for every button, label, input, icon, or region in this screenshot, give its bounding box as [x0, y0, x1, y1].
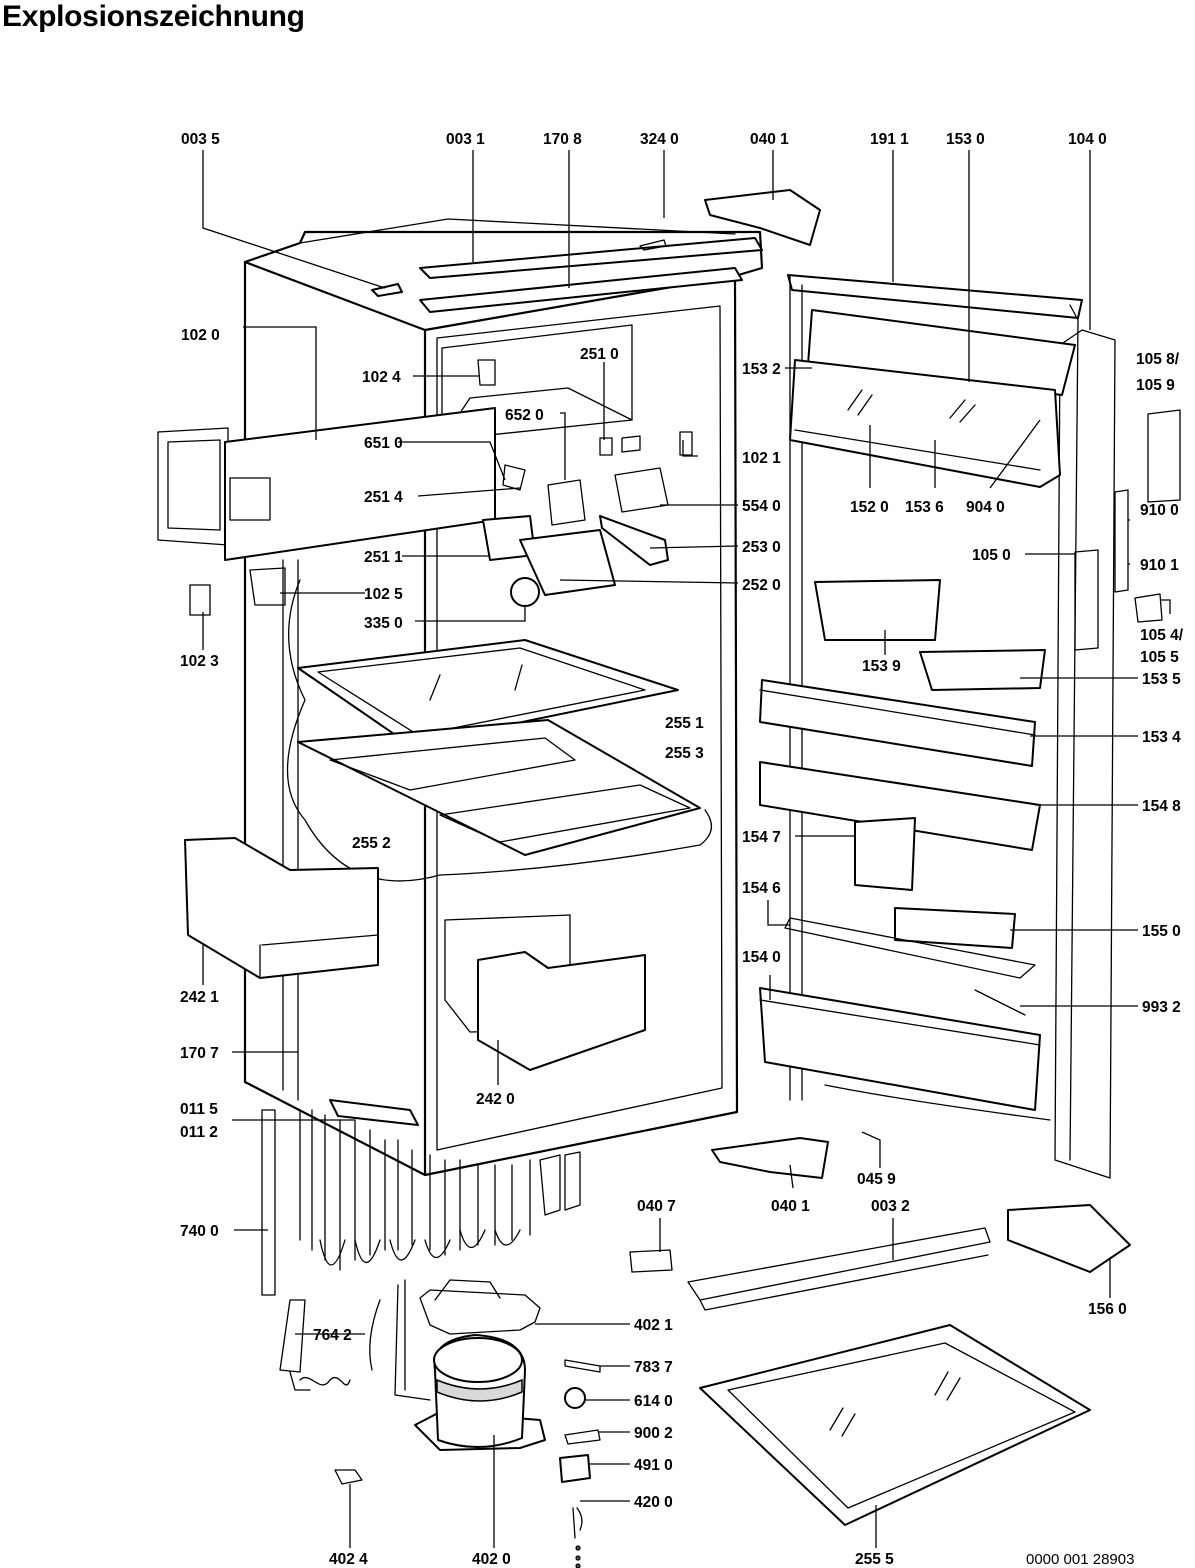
part-label: 993 2: [1142, 999, 1181, 1016]
part-label: 040 1: [750, 131, 789, 148]
part-labels: 003 5 003 1 170 8 324 0 040 1 191 1 153 …: [180, 131, 1184, 1568]
part-label: 652 0: [505, 407, 544, 424]
part-label: 324 0: [640, 131, 679, 148]
part-label: 900 2: [634, 1425, 673, 1442]
part-label: 154 7: [742, 829, 781, 846]
part-label: 003 2: [871, 1198, 910, 1215]
part-label: 910 1: [1140, 557, 1179, 574]
part-label: 153 0: [946, 131, 985, 148]
part-label: 740 0: [180, 1223, 219, 1240]
part-label: 335 0: [364, 615, 403, 632]
document-number: 0000 001 28903: [1026, 1551, 1134, 1568]
part-label: 251 1: [364, 549, 403, 566]
part-label: 104 0: [1068, 131, 1107, 148]
part-label: 153 4: [1142, 729, 1181, 746]
part-label: 764 2: [313, 1327, 352, 1344]
part-label: 255 3: [665, 745, 704, 762]
part-label: 011 5: [180, 1101, 218, 1118]
part-label: 153 5: [1142, 671, 1181, 688]
part-label: 003 5: [181, 131, 220, 148]
part-label: 153 6: [905, 499, 944, 516]
compressor-drawing: [414, 1279, 546, 1451]
part-label: 153 2: [742, 361, 781, 378]
part-label: 904 0: [966, 499, 1005, 516]
part-label: 105 8/: [1136, 351, 1180, 368]
part-label: 105 9: [1136, 377, 1175, 394]
part-label: 105 4/: [1140, 627, 1184, 644]
part-label: 420 0: [634, 1494, 673, 1511]
part-label: 156 0: [1088, 1301, 1127, 1318]
part-label: 783 7: [634, 1359, 673, 1376]
part-label: 102 5: [364, 586, 403, 603]
part-label: 154 8: [1142, 798, 1181, 815]
part-label: 191 1: [870, 131, 909, 148]
part-label: 255 2: [352, 835, 391, 852]
part-label: 554 0: [742, 498, 781, 515]
part-label: 040 1: [771, 1198, 810, 1215]
part-label: 252 0: [742, 577, 781, 594]
part-label: 170 8: [543, 131, 582, 148]
part-label: 251 4: [364, 489, 403, 506]
part-label: 040 7: [637, 1198, 676, 1215]
part-label: 242 0: [476, 1091, 515, 1108]
part-label: 105 0: [972, 547, 1011, 564]
part-label: 402 0: [472, 1551, 511, 1568]
part-label: 242 1: [180, 989, 219, 1006]
page-title: Explosionszeichnung: [2, 0, 305, 33]
part-label: 102 0: [181, 327, 220, 344]
leader-lines: [202, 150, 1171, 1548]
part-label: 614 0: [634, 1393, 673, 1410]
part-label: 153 9: [862, 658, 901, 675]
part-label: 155 0: [1142, 923, 1181, 940]
part-label: 102 4: [362, 369, 401, 386]
part-label: 402 4: [329, 1551, 368, 1568]
part-label: 251 0: [580, 346, 619, 363]
part-label: 910 0: [1140, 502, 1179, 519]
part-label: 011 2: [180, 1124, 218, 1141]
part-label: 402 1: [634, 1317, 673, 1334]
part-label: 154 0: [742, 949, 781, 966]
part-label: 152 0: [850, 499, 889, 516]
part-label: 003 1: [446, 131, 485, 148]
part-label: 255 1: [665, 715, 704, 732]
part-label: 045 9: [857, 1171, 896, 1188]
part-label: 253 0: [742, 539, 781, 556]
part-label: 102 3: [180, 653, 219, 670]
condenser-coil-drawing: [261, 1109, 581, 1401]
part-label: 170 7: [180, 1045, 219, 1062]
part-label: 102 1: [742, 450, 781, 467]
part-label: 105 5: [1140, 649, 1179, 666]
part-label: 651 0: [364, 435, 403, 452]
part-label: 154 6: [742, 880, 781, 897]
part-label: 255 5: [855, 1551, 894, 1568]
left-interior-parts-drawing: [157, 359, 701, 1071]
door-parts-drawing: [699, 189, 1181, 1526]
part-label: 491 0: [634, 1457, 673, 1474]
